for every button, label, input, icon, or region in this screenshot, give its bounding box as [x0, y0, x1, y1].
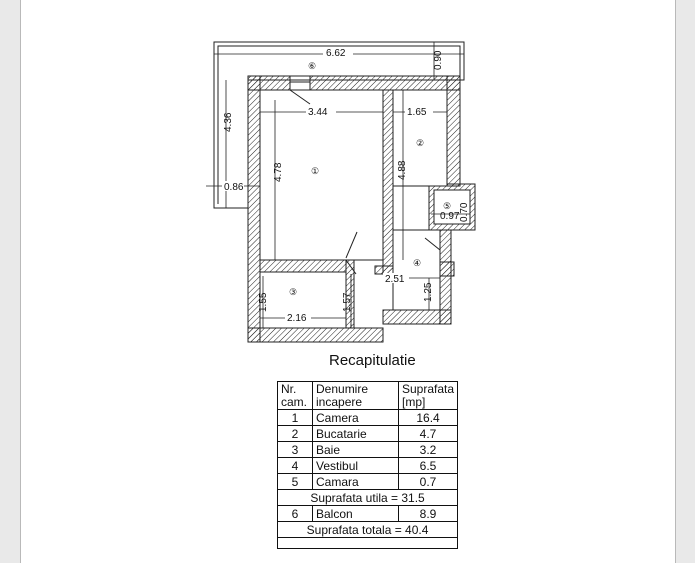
dim-hall-width: 2.51: [385, 274, 405, 285]
total-area-row: Suprafata totala = 40.4: [276, 521, 459, 538]
dimension-labels: 6.62 0.90 3.44 1.65 4.36 4.78 4.88 0.86 …: [222, 47, 470, 324]
dim-hall-height: 1.25: [423, 282, 434, 302]
room-marker-5: ⑤: [443, 201, 451, 211]
document-page: 6.62 0.90 3.44 1.65 4.36 4.78 4.88 0.86 …: [20, 0, 676, 563]
dim-left-balcony: 0.86: [224, 182, 244, 193]
useful-area-row: Suprafata utila = 31.5: [276, 489, 459, 506]
dim-room2-height: 4.88: [397, 160, 408, 180]
room-marker-4: ④: [413, 258, 421, 268]
dim-bath-height-left: 1.55: [258, 292, 269, 312]
dim-overall-height: 4.36: [223, 112, 234, 132]
room-marker-3: ③: [289, 287, 297, 297]
table-row: 5 Camara 0.7: [277, 473, 459, 490]
recap-title: Recapitulatie: [329, 352, 416, 369]
room-marker-6: ⑥: [308, 61, 316, 71]
room-markers: ⑥ ① ② ③ ④ ⑤: [289, 61, 451, 297]
dim-bath-width: 2.16: [287, 313, 307, 324]
dim-bath-height-right: 1.57: [342, 292, 353, 312]
room-interiors: [259, 89, 471, 329]
table-row-empty: [276, 537, 459, 549]
table-row: 2 Bucatarie 4.7: [277, 425, 459, 442]
header-area: Suprafata [mp]: [397, 381, 459, 410]
dim-overall-width: 6.62: [326, 48, 346, 59]
header-name: Denumire incapere: [312, 381, 399, 410]
dim-balcony-depth: 0.90: [433, 50, 444, 70]
dim-room1-height: 4.78: [273, 162, 284, 182]
table-row: 6 Balcon 8.9: [277, 505, 459, 522]
floor-plan: 6.62 0.90 3.44 1.65 4.36 4.78 4.88 0.86 …: [206, 41, 476, 343]
table-row: 3 Baie 3.2: [277, 441, 459, 458]
dim-storage-height: 0.70: [459, 202, 470, 222]
table-row: 4 Vestibul 6.5: [277, 457, 459, 474]
dim-room1-width: 3.44: [308, 107, 328, 118]
dim-storage-width: 0.97: [440, 211, 460, 222]
table-header-row: Nr. cam. Denumire incapere Suprafata [mp…: [277, 381, 459, 410]
useful-area: Suprafata utila = 31.5: [276, 489, 459, 506]
table-row: 1 Camera 16.4: [277, 409, 459, 426]
dim-room2-width: 1.65: [407, 107, 427, 118]
total-area: Suprafata totala = 40.4: [276, 521, 459, 538]
header-nr: Nr. cam.: [277, 381, 313, 410]
room-marker-1: ①: [311, 166, 319, 176]
room-marker-2: ②: [416, 138, 424, 148]
recap-table: Nr. cam. Denumire incapere Suprafata [mp…: [276, 381, 459, 549]
